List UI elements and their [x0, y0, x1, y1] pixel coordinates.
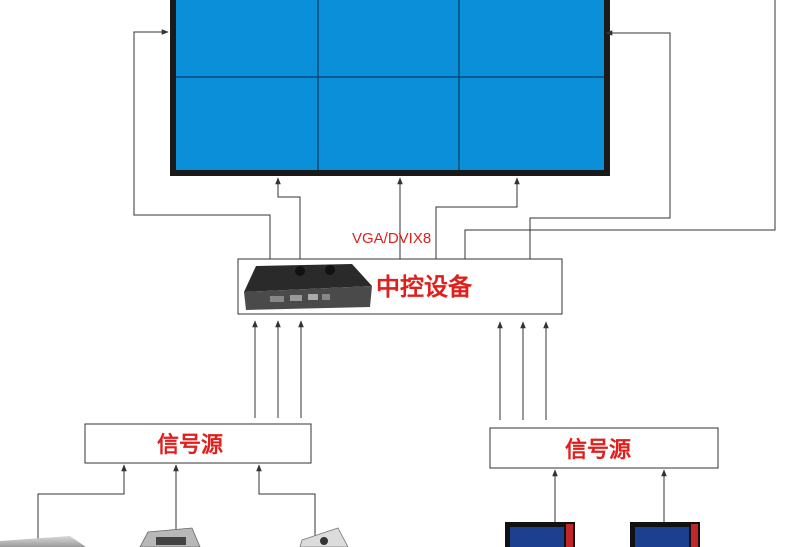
silver-device-icon	[0, 536, 86, 547]
controller-label: 中控设备	[376, 273, 473, 301]
controller-box: 中控设备	[237, 258, 563, 315]
capture-box-icon	[139, 527, 201, 547]
device-feed-lines	[37, 464, 667, 547]
video-wall	[170, 0, 610, 176]
signal-source-label-left: 信号源	[157, 432, 223, 458]
source-feed-lines	[252, 320, 549, 420]
signal-source-box-left: 信号源	[84, 423, 312, 464]
camera-icon	[299, 527, 349, 547]
wall-feed-lines	[133, 0, 776, 259]
bus-label: VGA/DVIX8	[352, 230, 431, 247]
signal-source-box-right: 信号源	[489, 427, 719, 469]
signal-source-label-right: 信号源	[565, 437, 631, 463]
desktop-pc-icon	[505, 522, 575, 547]
rack-controller-icon	[244, 264, 372, 310]
video-wall-screen	[176, 0, 604, 170]
desktop-pc-icon	[630, 522, 700, 547]
